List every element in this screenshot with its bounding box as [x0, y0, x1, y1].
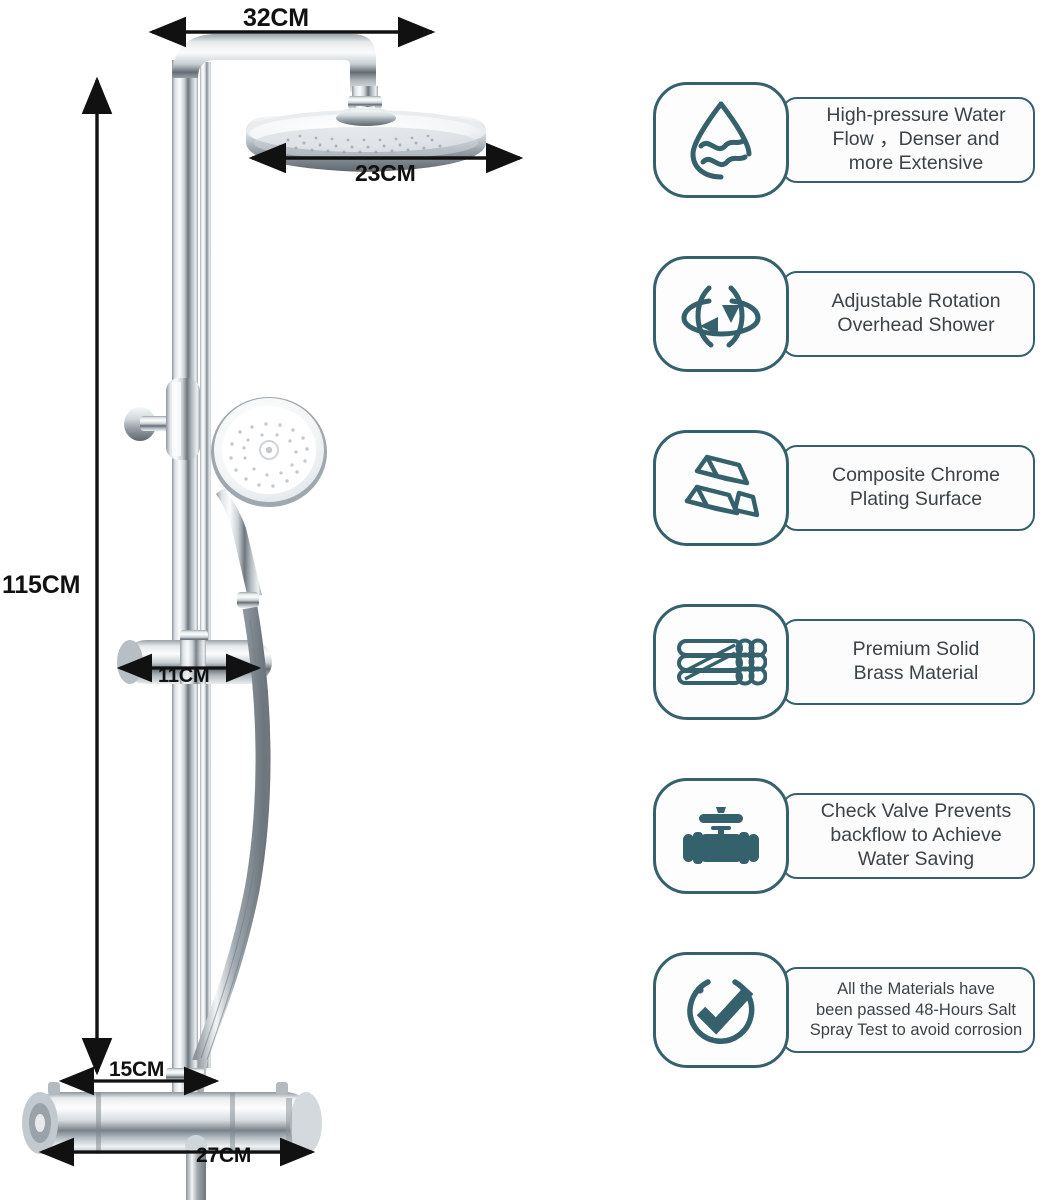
dimension-label-total-height: 115CM	[2, 571, 81, 599]
feature-text-pill: All the Materials have been passed 48-Ho…	[781, 967, 1035, 1053]
dimension-label-valve-offset: 15CM	[109, 1058, 165, 1081]
feature-line: Brass Material	[853, 662, 979, 684]
feature-line: Spray Test to avoid corrosion	[809, 1021, 1023, 1040]
feature-text: Check Valve Prevents backflow to Achieve…	[821, 800, 1011, 871]
feature-line: Water Saving	[857, 847, 975, 870]
rotation-arrows-icon	[681, 285, 761, 348]
feature-icon-box	[653, 430, 789, 546]
dimension-label-arm-length: 32CM	[243, 4, 309, 32]
feature-line: Premium Solid	[852, 638, 980, 661]
feature-line: Overhead Shower	[837, 314, 995, 336]
feature-line: Flow ，Denser and	[832, 128, 1000, 151]
feature-card-salt-spray-test: All the Materials have been passed 48-Ho…	[653, 952, 1044, 1068]
feature-text: Adjustable Rotation Overhead Shower	[831, 290, 1000, 338]
feature-card-high-pressure: High-pressure Water Flow ，Denser and mor…	[653, 82, 1044, 198]
feature-line: All the Materials have	[837, 979, 995, 998]
feature-text-pill: Check Valve Prevents backflow to Achieve…	[781, 793, 1035, 879]
feature-line: backflow to Achieve	[830, 824, 1002, 847]
dimension-label-rainhead-width: 23CM	[355, 160, 416, 186]
feature-text: Premium Solid Brass Material	[853, 638, 980, 686]
feature-card-brass-material: Premium Solid Brass Material	[653, 604, 1044, 720]
feature-line: Adjustable Rotation	[831, 290, 1001, 313]
feature-list-panel: High-pressure Water Flow ，Denser and mor…	[640, 0, 1044, 1200]
water-drop-flow-icon	[690, 101, 752, 180]
feature-line: been passed 48-Hours Salt	[816, 1000, 1016, 1019]
brass-rods-bundle-icon	[677, 638, 767, 686]
product-diagram-panel: 32CM 23CM 115CM 11CM 15CM 27CM	[2, 4, 524, 1200]
feature-text-pill: Composite Chrome Plating Surface	[781, 445, 1035, 531]
feature-icon-box	[653, 256, 789, 372]
feature-text-pill: High-pressure Water Flow ，Denser and mor…	[781, 97, 1035, 183]
dimension-label-bracket-width: 11CM	[158, 665, 210, 687]
check-valve-icon	[683, 807, 759, 864]
feature-icon-box	[653, 604, 789, 720]
feature-card-adjustable-rotation: Adjustable Rotation Overhead Shower	[653, 256, 1044, 372]
feature-line: Plating Surface	[849, 488, 983, 510]
feature-text-pill: Premium Solid Brass Material	[781, 619, 1035, 705]
feature-text: Composite Chrome Plating Surface	[832, 464, 1000, 512]
feature-icon-box	[653, 778, 789, 894]
checkmark-circle-icon	[687, 979, 755, 1044]
feature-line: High-pressure Water	[826, 104, 1006, 127]
feature-text: All the Materials have been passed 48-Ho…	[810, 979, 1022, 1042]
shower-system-illustration	[22, 16, 524, 1200]
feature-icon-box	[653, 82, 789, 198]
dimension-label-valve-width: 27CM	[196, 1144, 252, 1167]
feature-card-check-valve: Check Valve Prevents backflow to Achieve…	[653, 778, 1044, 894]
feature-icon-box	[653, 952, 789, 1068]
metal-ingots-icon	[684, 454, 760, 518]
feature-text: High-pressure Water Flow ，Denser and mor…	[826, 104, 1005, 175]
feature-line: Check Valve Prevents	[820, 800, 1012, 823]
feature-line: more Extensive	[848, 151, 984, 174]
feature-line: Composite Chrome	[832, 464, 1000, 487]
feature-card-chrome-plating: Composite Chrome Plating Surface	[653, 430, 1044, 546]
feature-text-pill: Adjustable Rotation Overhead Shower	[781, 271, 1035, 357]
